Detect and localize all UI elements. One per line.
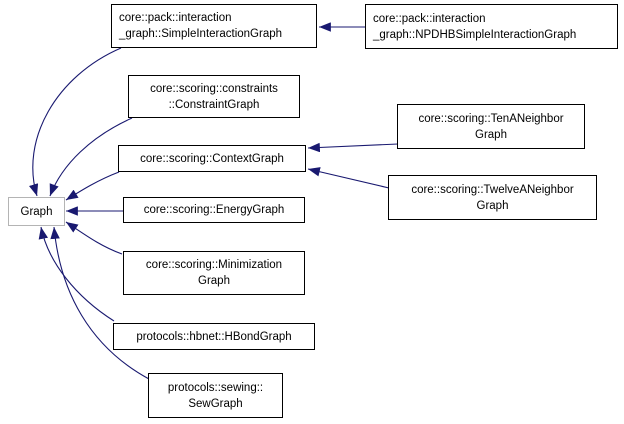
class-node-constraint-graph[interactable]: core::scoring::constraints ::ConstraintG… xyxy=(128,75,300,118)
edge-sewgraph-to-graph xyxy=(50,226,150,380)
edge-constraintgraph-to-graph xyxy=(49,117,133,197)
class-node-ten-a-neighbor-graph[interactable]: core::scoring::TenANeighbor Graph xyxy=(397,104,585,149)
class-node-simple-interaction-graph[interactable]: core::pack::interaction _graph::SimpleIn… xyxy=(111,4,317,48)
class-node-hbond-graph[interactable]: protocols::hbnet::HBondGraph xyxy=(113,323,315,350)
edge-minimizationgraph-to-graph xyxy=(65,221,123,255)
edge-contextgraph-to-graph xyxy=(65,171,120,201)
class-node-npdhb-simple-interaction-graph[interactable]: core::pack::interaction _graph::NPDHBSim… xyxy=(365,4,618,49)
class-node-energy-graph[interactable]: core::scoring::EnergyGraph xyxy=(123,197,305,223)
edge-hbondgraph-to-graph xyxy=(38,226,115,322)
class-node-twelve-a-neighbor-graph[interactable]: core::scoring::TwelveANeighbor Graph xyxy=(388,175,597,220)
class-node-graph: Graph xyxy=(8,197,65,226)
class-node-context-graph[interactable]: core::scoring::ContextGraph xyxy=(118,145,306,172)
class-node-minimization-graph[interactable]: core::scoring::Minimization Graph xyxy=(123,251,305,295)
class-node-sew-graph[interactable]: protocols::sewing:: SewGraph xyxy=(148,373,283,418)
edge-simpleinteractiongraph-to-graph xyxy=(29,47,122,197)
edge-twelveaneighborgraph-to-contextgraph xyxy=(307,167,390,189)
edge-tenaneighborgraph-to-contextgraph xyxy=(307,142,399,153)
